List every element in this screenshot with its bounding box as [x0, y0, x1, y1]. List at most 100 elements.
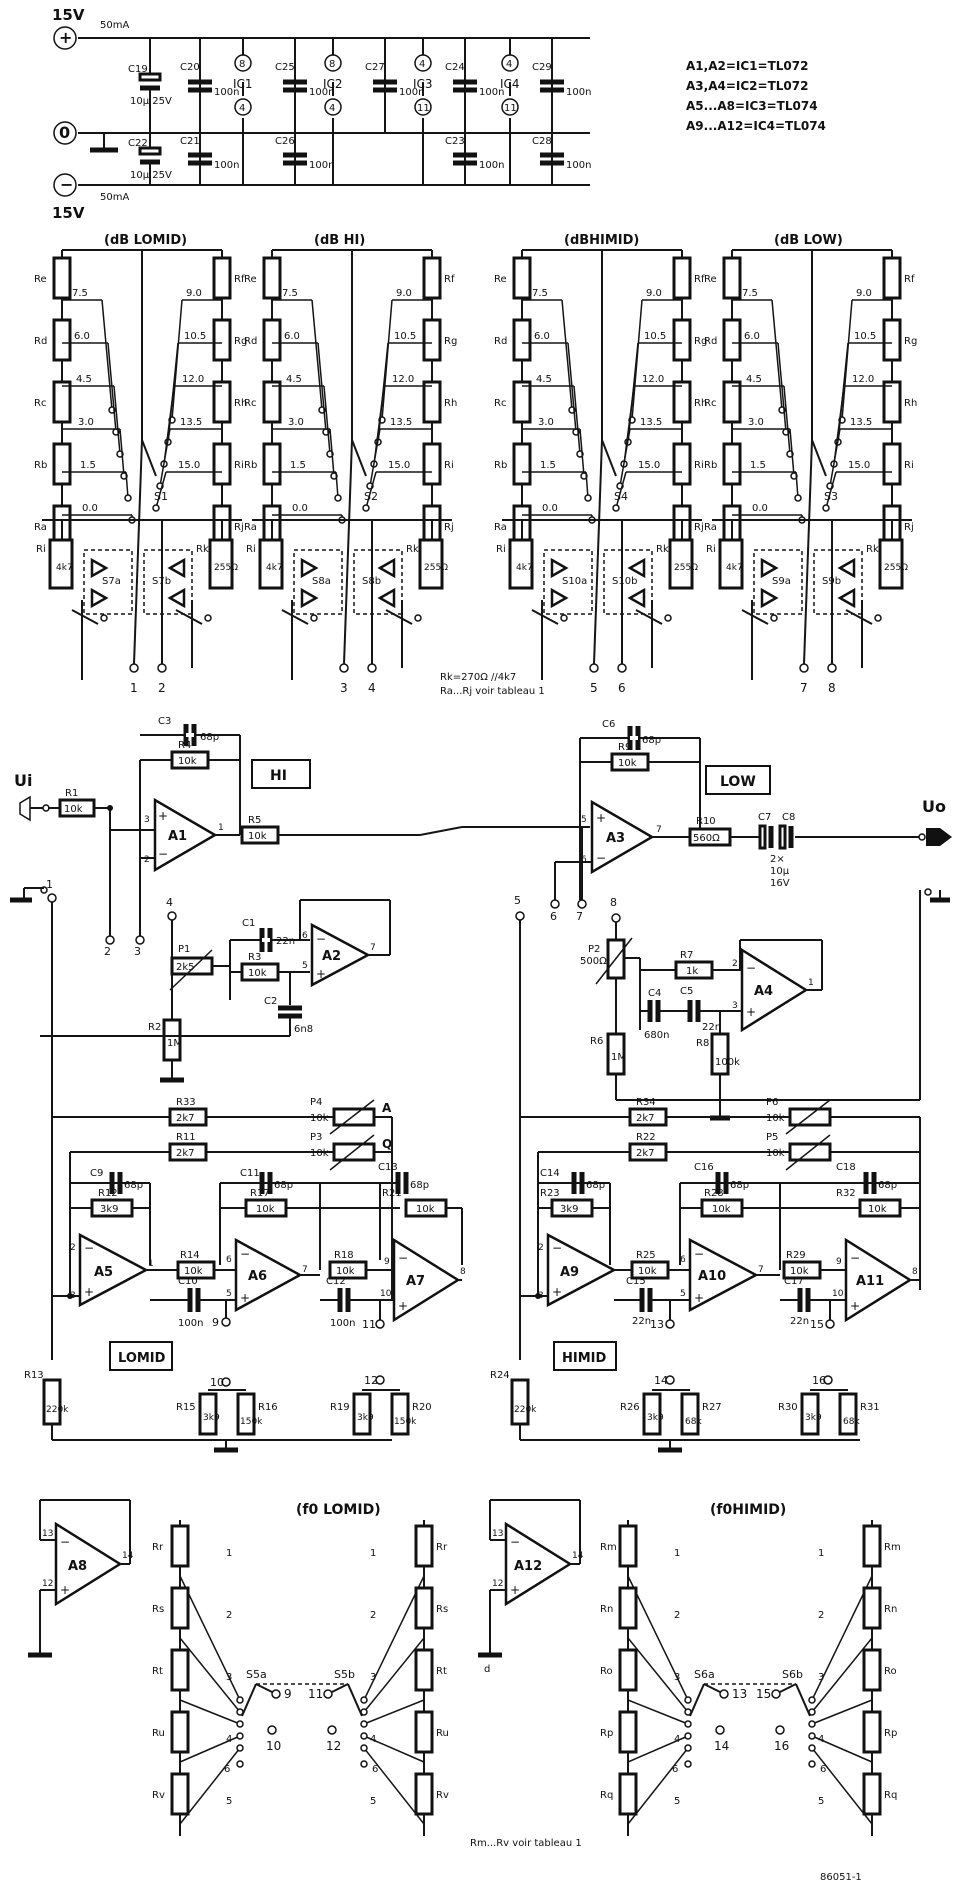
tap-label: 6.0: [744, 331, 760, 342]
svg-text:R31: R31: [860, 1402, 880, 1413]
svg-text:10k: 10k: [310, 1148, 329, 1159]
switch-pos-label: 5: [226, 1796, 232, 1807]
svg-text:100n: 100n: [566, 160, 591, 171]
svg-text:IC2: IC2: [323, 77, 343, 91]
svg-text:−: −: [398, 1251, 408, 1265]
svg-text:2k7: 2k7: [176, 1148, 195, 1159]
svg-text:68p: 68p: [410, 1180, 429, 1191]
svg-text:150k: 150k: [394, 1417, 417, 1427]
svg-text:R22: R22: [636, 1132, 656, 1143]
svg-text:10k: 10k: [618, 758, 637, 769]
svg-text:2: 2: [732, 959, 738, 969]
db-ladder-3: (dB LOW)ReRdRcRbRaRfRgRhRiRj7.56.04.53.0…: [704, 233, 917, 695]
resistor: [212, 380, 232, 424]
svg-text:3k9: 3k9: [805, 1413, 822, 1423]
resistor: [672, 256, 692, 300]
svg-text:7: 7: [576, 910, 583, 923]
tap-label: 1.5: [290, 460, 306, 471]
svg-text:A9: A9: [560, 1265, 579, 1280]
tap-label: 1.5: [750, 460, 766, 471]
resistor-label: Rj: [444, 522, 454, 533]
svg-text:−: −: [694, 1247, 704, 1261]
svg-text:R11: R11: [176, 1132, 196, 1143]
resistor: [212, 318, 232, 362]
resistor-label: Re: [704, 274, 717, 285]
svg-text:10: 10: [832, 1289, 844, 1299]
svg-text:2×: 2×: [770, 854, 785, 865]
resistor-label: Rf: [444, 274, 455, 285]
resistor: [672, 318, 692, 362]
dashed-box: [543, 549, 593, 615]
svg-text:−: −: [158, 847, 168, 861]
resistor-label: Rg: [694, 336, 707, 347]
svg-text:P5: P5: [766, 1132, 778, 1143]
svg-text:C6: C6: [602, 719, 615, 730]
resistor: [722, 318, 742, 362]
svg-text:22n: 22n: [632, 1316, 651, 1327]
tap-label: 9.0: [186, 288, 202, 299]
node-label: 10: [266, 1739, 281, 1753]
resistor: [170, 1586, 190, 1630]
svg-text:Q: Q: [382, 1137, 392, 1151]
svg-text:C24: C24: [445, 62, 465, 73]
power-supply: + 0 − 15V 15V 50mA 50mA C19 10µ 25V C22 …: [52, 6, 591, 222]
svg-text:C10: C10: [178, 1276, 198, 1287]
resistor: [414, 1710, 434, 1754]
svg-text:P4: P4: [310, 1097, 322, 1108]
terminal-label: 4: [368, 681, 376, 695]
rk-label: Rk: [196, 544, 209, 555]
svg-text:A11: A11: [856, 1274, 884, 1289]
f0-note: Rm...Rv voir tableau 1: [470, 1838, 582, 1849]
tap-label: 12.0: [852, 374, 874, 385]
tap-label: 7.5: [532, 288, 548, 299]
svg-text:10k: 10k: [248, 968, 267, 979]
tap-label: 6.0: [74, 331, 90, 342]
ladder-title: (dB LOW): [774, 233, 843, 248]
switch-label: S4: [614, 490, 628, 503]
resistor-label: Rb: [244, 460, 257, 471]
tap-label: 0.0: [292, 503, 308, 514]
hi-label: HI: [270, 768, 287, 784]
dashed-box: [143, 549, 193, 615]
svg-text:P6: P6: [766, 1097, 778, 1108]
switch-pos-label: 3: [370, 1672, 376, 1683]
resistor-label: Re: [34, 274, 47, 285]
resistor-label: Ri: [694, 460, 704, 471]
resistor: [512, 442, 532, 486]
resistor-label: Rs: [152, 1604, 164, 1615]
tap-label: 13.5: [390, 417, 412, 428]
svg-text:10k: 10k: [416, 1204, 435, 1215]
resistor: [512, 380, 532, 424]
resistor: [882, 380, 902, 424]
svg-text:13: 13: [492, 1529, 503, 1539]
svg-text:13: 13: [42, 1529, 53, 1539]
svg-text:C20: C20: [180, 62, 200, 73]
svg-text:A1,A2=IC1=TL072: A1,A2=IC1=TL072: [686, 59, 808, 73]
tap-label: 4.5: [746, 374, 762, 385]
switch-pos-label: 6: [672, 1764, 678, 1775]
svg-text:10k: 10k: [868, 1204, 887, 1215]
svg-text:A: A: [382, 1101, 392, 1115]
svg-text:1: 1: [148, 1259, 154, 1269]
dashed-box: [753, 549, 803, 615]
ic-supply-pins: 8 4 IC1 8 4 IC2 4 11 IC3 4 11 IC4: [233, 38, 520, 185]
svg-text:22n: 22n: [790, 1316, 809, 1327]
svg-text:1: 1: [218, 823, 224, 833]
svg-text:7: 7: [302, 1265, 308, 1275]
resistor: [414, 1772, 434, 1816]
tap-label: 1.5: [540, 460, 556, 471]
svg-text:R23: R23: [540, 1188, 560, 1199]
svg-text:R3: R3: [248, 952, 261, 963]
svg-text:P1: P1: [178, 944, 190, 955]
resistor: [862, 1524, 882, 1568]
svg-text:R17: R17: [250, 1188, 270, 1199]
svg-text:560Ω: 560Ω: [693, 833, 720, 844]
ladder-title: (dBHIMID): [564, 233, 639, 248]
sub-switch-label: S8a: [312, 576, 331, 587]
dashed-box: [813, 549, 863, 615]
svg-text:R32: R32: [836, 1188, 856, 1199]
svg-text:100n: 100n: [399, 87, 424, 98]
switch-pos-label: 4: [674, 1734, 680, 1745]
svg-text:6n8: 6n8: [294, 1024, 313, 1035]
svg-text:−: −: [510, 1535, 520, 1549]
